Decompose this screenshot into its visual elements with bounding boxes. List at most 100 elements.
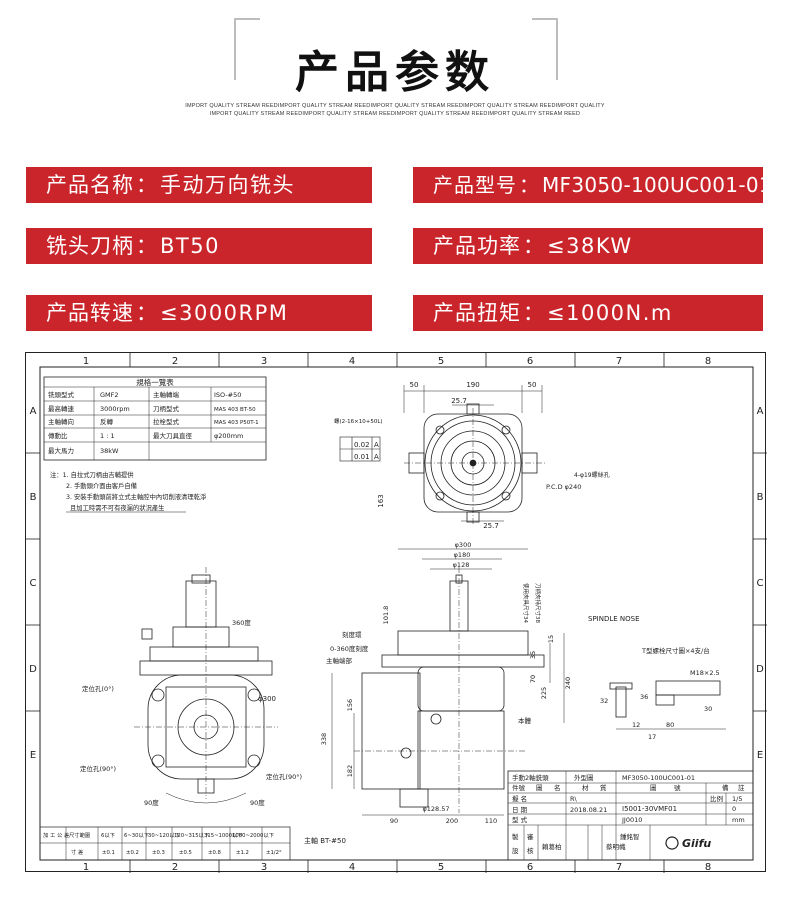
tb-drawn-val: R\ — [570, 795, 578, 803]
col-number: 4 — [349, 862, 355, 873]
col-number: 7 — [616, 356, 622, 367]
spec-cell: MAS 403 P50T-1 — [214, 420, 259, 426]
tb-person: 製 — [512, 832, 519, 841]
row-letter: C — [30, 578, 37, 589]
angle-0-360-label: 0-360度刻度 — [330, 644, 369, 653]
col-number: 4 — [349, 356, 355, 367]
tb-scale-label: 比例 — [710, 794, 723, 803]
holes-label: 4-φ19螺絲孔 — [574, 471, 610, 479]
row-letter: A — [30, 406, 37, 417]
spec-cell: 拉栓型式 — [153, 417, 180, 426]
tb-model: MF3050-100UC001-01 — [622, 774, 695, 782]
drawing-svg: 1 2 3 4 5 6 7 8 1 2 3 4 5 6 7 8 A B C D … — [26, 353, 767, 873]
tol-value: ±0.1 — [102, 850, 115, 856]
spec-cell: 傳動比 — [48, 431, 68, 440]
spec-label: 产品扭矩 — [433, 301, 521, 325]
spec-value: ≤1000N.m — [547, 301, 673, 325]
inner-frame — [39, 366, 754, 861]
tol-value: 0.01 — [354, 453, 370, 461]
t-slot-detail — [609, 680, 726, 730]
dim-label: φ128.57 — [422, 805, 449, 813]
spec-cell: 反轉 — [100, 417, 114, 426]
page-title: 产品参数 — [295, 47, 495, 98]
dim-label: 30 — [704, 705, 712, 713]
spec-label: 产品转速 — [46, 301, 134, 325]
dim-label: 50 — [528, 381, 537, 389]
tb-row2: 圖 — [650, 784, 657, 792]
front-view-labels: 360度 φ300 定位孔(0°) 定位孔(90°) 定位孔(90°) 90度 … — [80, 618, 302, 807]
spec-product-name: 产品名称：手动万向铣头 — [26, 167, 372, 203]
dim-label: 101.8 — [382, 606, 390, 625]
col-number: 6 — [527, 356, 533, 367]
col-number: 7 — [616, 862, 622, 873]
spec-label: 产品型号 — [433, 173, 517, 197]
tb-view: 外型圖 — [574, 773, 594, 782]
pos-hole-90-label: 定位孔(90°) — [266, 772, 302, 781]
dim-label: 25.7 — [483, 522, 499, 530]
col-number: 2 — [172, 356, 178, 367]
top-view-dims: 50 190 50 25.7 25.7 163 4-φ19螺絲孔 P.C.D φ… — [334, 381, 610, 530]
dim-label: 156 — [346, 699, 354, 711]
spec-cell: 最大馬力 — [48, 446, 74, 455]
title-bracket-right — [532, 18, 558, 80]
dim-label: φ128 — [453, 561, 470, 569]
row-letter: B — [757, 492, 764, 503]
tb-scale-val: 1/5 — [732, 795, 742, 803]
pos-hole-0-label: 定位孔(0°) — [82, 684, 114, 693]
tol-header: 30~120以下 — [148, 832, 180, 839]
tb-date-val: 2018.08.21 — [570, 806, 607, 814]
tb-sheet: 0 — [732, 805, 736, 813]
dim-label: 35 — [529, 651, 537, 659]
spec-cell: 最高轉速 — [48, 404, 75, 413]
dim-label: 25.7 — [451, 397, 467, 405]
tol-value: ±1.2 — [236, 850, 249, 856]
spindle-nose-label: SPINDLE NOSE — [588, 615, 640, 623]
technical-drawing: 1 2 3 4 5 6 7 8 1 2 3 4 5 6 7 8 A B C D … — [25, 352, 767, 873]
col-number: 5 — [438, 862, 444, 873]
tb-person-name: 賴葛柏 — [542, 842, 562, 851]
spec-cell: 38kW — [100, 447, 119, 455]
title-bracket-left — [234, 18, 260, 80]
tb-drawn-label: 擬 名 — [512, 794, 527, 803]
pos-hole-90-label: 定位孔(90°) — [80, 764, 116, 773]
tolerance-frame: 0.02 A 0.01 A — [339, 436, 381, 462]
body-label: 本體 — [518, 716, 532, 725]
dim-label: 36 — [640, 693, 648, 701]
spec-cell: 3000rpm — [100, 405, 130, 413]
dim-label: φ300 — [455, 541, 472, 549]
angle-90-label: 90度 — [144, 798, 159, 807]
side-view — [331, 548, 565, 816]
dim-label: 338 — [320, 733, 328, 745]
spec-table: 規格一覽表 铣頭型式 GMF2 主軸轉端 ISO-#50 最高轉速 3000rp… — [43, 376, 267, 461]
grid-ticks — [26, 353, 767, 873]
note-line: 2. 手動頭介面由客戶自備 — [66, 481, 137, 490]
spec-table-title: 規格一覽表 — [136, 377, 174, 387]
col-number: 1 — [83, 356, 89, 367]
spec-power: 产品功率：≤38KW — [413, 228, 763, 264]
dim-label: 200 — [446, 817, 458, 825]
spec-cell: GMF2 — [100, 391, 119, 399]
tb-row2: 名 — [554, 783, 561, 792]
spec-cell: φ200mm — [214, 432, 243, 440]
spec-cell: 1 : 1 — [100, 432, 115, 440]
tb-person-name: 鍾銘智 — [620, 832, 640, 841]
row-letter: B — [30, 492, 37, 503]
dim-label: 15 — [547, 635, 555, 643]
dim-label: 刀柄夾持尺寸38 — [534, 583, 542, 623]
spec-value: ≤3000RPM — [160, 301, 289, 325]
note-line: 3. 安裝手動頭前將立式主軸腔中內切削液清理乾淨 — [66, 492, 207, 501]
tb-row2: 質 — [600, 783, 607, 792]
col-number: 3 — [261, 862, 267, 873]
col-number: 6 — [527, 862, 533, 873]
dim-label: 12 — [632, 721, 640, 729]
row-letter: D — [29, 664, 37, 675]
spec-label: 产品名称 — [46, 173, 134, 197]
dim-label: 70 — [529, 675, 537, 683]
dim-label: 80 — [666, 721, 674, 729]
phi300-label: φ300 — [258, 695, 276, 703]
dim-label: 225 — [540, 687, 548, 699]
spec-speed: 产品转速：≤3000RPM — [26, 295, 372, 331]
main-axis-label: 主軸端部 — [326, 656, 353, 665]
tol-datum: A — [374, 453, 379, 461]
tb-unit: mm — [732, 816, 745, 824]
